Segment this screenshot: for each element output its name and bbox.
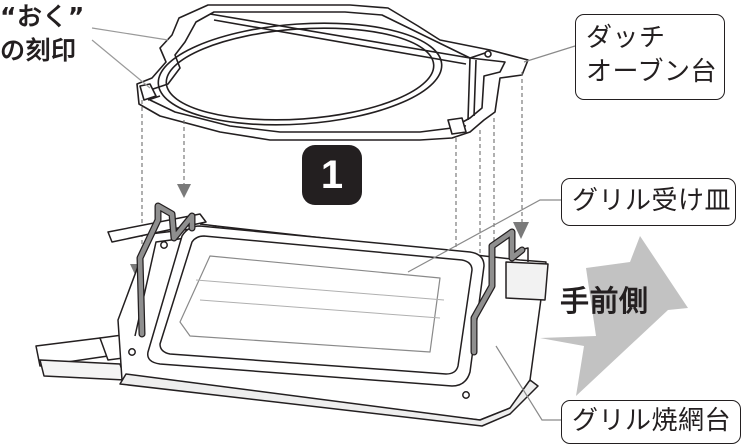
- dutch-oven-stand-label-line2: オーブン台: [586, 57, 717, 87]
- grill-pan-label-text: グリル受け皿: [572, 186, 732, 216]
- dutch-oven-stand-label-line1: ダッチ: [586, 23, 666, 53]
- label-leader-lines: [407, 45, 576, 421]
- grill-rack-label-text: グリル焼網台: [572, 406, 732, 436]
- front-direction-arrow: [540, 236, 688, 396]
- down-arrow-icon: [177, 184, 191, 198]
- down-arrow-icon: [513, 222, 529, 239]
- note-leader-lines: [91, 27, 169, 89]
- grill-rack-label: グリル焼網台: [561, 400, 741, 444]
- grill-pan-label: グリル受け皿: [561, 178, 736, 226]
- grill-pan: [147, 225, 485, 387]
- engraving-note-line1: “おく”: [0, 2, 85, 31]
- engraving-note-line2: の刻印: [0, 36, 77, 65]
- step-number-badge: 1: [302, 145, 362, 205]
- dutch-oven-stand-label: ダッチ オーブン台: [575, 14, 725, 100]
- front-side-label: 手前側: [560, 284, 649, 318]
- engraving-note: “おく” の刻印: [0, 0, 85, 68]
- wire-rack-arms: [136, 202, 526, 356]
- dutch-oven-stand: [136, 4, 529, 141]
